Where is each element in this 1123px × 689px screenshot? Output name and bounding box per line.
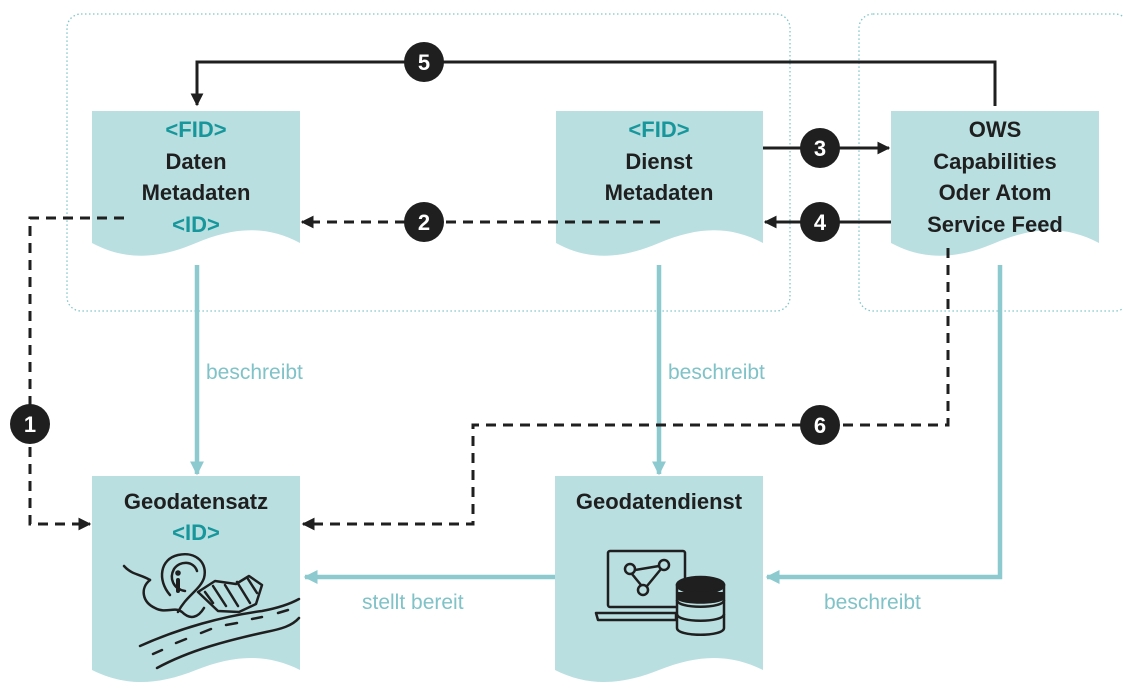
ows-group-frame [858,13,1123,312]
beschreibt-label-1: beschreibt [206,361,303,384]
beschreibt-label-3: beschreibt [824,591,921,614]
ows-line3: Oder Atom [939,180,1052,205]
dienst-metadaten-doc[interactable] [556,111,763,256]
geodatensatz-title: Geodatensatz [124,489,268,514]
database-icon [675,575,726,636]
step-badge-1: 1 [10,404,50,444]
info-dot [175,570,181,576]
step-badge-4: 4 [800,202,840,242]
dienst-fid-tag: <FID> [628,117,689,142]
geodatensatz-doc[interactable] [92,476,300,682]
ows-doc[interactable] [891,111,1099,256]
flow-edge-6 [301,248,950,531]
svg-text:6: 6 [814,413,826,438]
beschreibt-label-2: beschreibt [668,361,765,384]
dienst-line1: Dienst [625,149,693,174]
daten-line1: Daten [165,149,226,174]
svg-text:2: 2 [418,210,430,235]
stellt-bereit-label: stellt bereit [362,591,464,614]
ows-line1: OWS [969,117,1022,142]
daten-fid-tag: <FID> [165,117,226,142]
step-badge-2: 2 [404,202,444,242]
svg-text:3: 3 [814,136,826,161]
svg-text:1: 1 [24,412,36,437]
svg-text:5: 5 [418,50,430,75]
flow-edge-5 [190,60,997,107]
step-badge-5: 5 [404,42,444,82]
geodatendienst-title: Geodatendienst [576,489,743,514]
beschreibt-edge-ows [765,265,1003,584]
ows-line2: Capabilities [933,149,1056,174]
daten-id-tag: <ID> [172,212,220,237]
daten-line2: Metadaten [142,180,251,205]
svg-text:4: 4 [814,210,827,235]
step-badge-6: 6 [800,405,840,445]
ows-line4: Service Feed [927,212,1063,237]
geodatensatz-id-tag: <ID> [172,520,220,545]
flow-edge-1 [28,216,124,531]
dienst-line2: Metadaten [605,180,714,205]
daten-metadaten-doc[interactable] [92,111,300,256]
step-badge-3: 3 [800,128,840,168]
